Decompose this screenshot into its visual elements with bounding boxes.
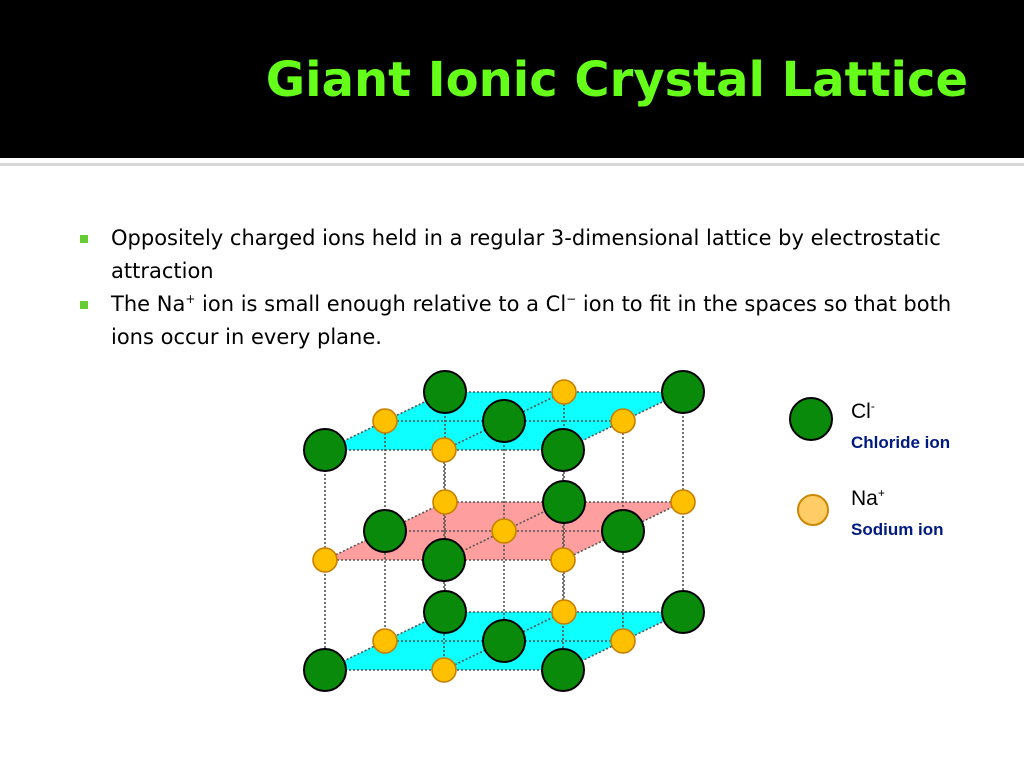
sodium-ion xyxy=(670,489,696,515)
bullet-marker-icon xyxy=(80,235,88,243)
legend-sodium-symbol: Na+ xyxy=(851,486,885,510)
sodium-ion xyxy=(551,379,577,405)
legend-chloride-name: Chloride ion xyxy=(851,433,951,452)
legend-chloride-swatch xyxy=(789,397,833,441)
chloride-ion xyxy=(541,648,585,692)
chloride-ion xyxy=(423,370,467,414)
legend-sodium-name: Sodium ion xyxy=(851,520,944,539)
title-divider xyxy=(0,163,1024,166)
bullet-text: Oppositely charged ions held in a regula… xyxy=(111,226,941,283)
sodium-ion xyxy=(431,657,457,683)
bullet-list: Oppositely charged ions held in a regula… xyxy=(80,222,980,354)
chloride-ion xyxy=(303,428,347,472)
chloride-ion xyxy=(363,509,407,553)
sodium-ion xyxy=(372,628,398,654)
chloride-ion xyxy=(661,370,705,414)
bullet-item: Oppositely charged ions held in a regula… xyxy=(80,222,980,288)
sodium-ion xyxy=(431,437,457,463)
legend-sodium-swatch xyxy=(797,494,829,526)
chloride-ion xyxy=(303,648,347,692)
chloride-ion xyxy=(423,590,467,634)
sodium-ion xyxy=(551,599,577,625)
bullet-marker-icon xyxy=(80,301,88,309)
chloride-ion xyxy=(601,509,645,553)
chloride-ion xyxy=(422,538,466,582)
bullet-text-superscript: + xyxy=(185,292,196,306)
sodium-ion xyxy=(372,408,398,434)
sodium-ion xyxy=(610,408,636,434)
chloride-ion xyxy=(482,399,526,443)
nacl-lattice-diagram xyxy=(303,370,705,692)
sodium-ion xyxy=(610,628,636,654)
title-bar: Giant Ionic Crystal Lattice xyxy=(0,0,1024,158)
sodium-ion xyxy=(491,518,517,544)
chloride-ion xyxy=(661,590,705,634)
sodium-ion xyxy=(432,489,458,515)
chloride-ion xyxy=(482,619,526,663)
bullet-text-superscript: − xyxy=(566,292,577,306)
bullet-text-part: ion to fit in the spaces so that both io… xyxy=(111,292,952,349)
slide-title: Giant Ionic Crystal Lattice xyxy=(265,52,968,108)
chloride-ion xyxy=(541,428,585,472)
chloride-ion xyxy=(542,480,586,524)
sodium-ion xyxy=(550,547,576,573)
bullet-item: The Na+ ion is small enough relative to … xyxy=(80,288,980,354)
bullet-text-part: ion is small enough relative to a Cl xyxy=(195,292,567,316)
legend-chloride-symbol: Cl- xyxy=(851,399,875,423)
sodium-ion xyxy=(312,547,338,573)
bullet-text-part: The Na xyxy=(111,292,186,316)
